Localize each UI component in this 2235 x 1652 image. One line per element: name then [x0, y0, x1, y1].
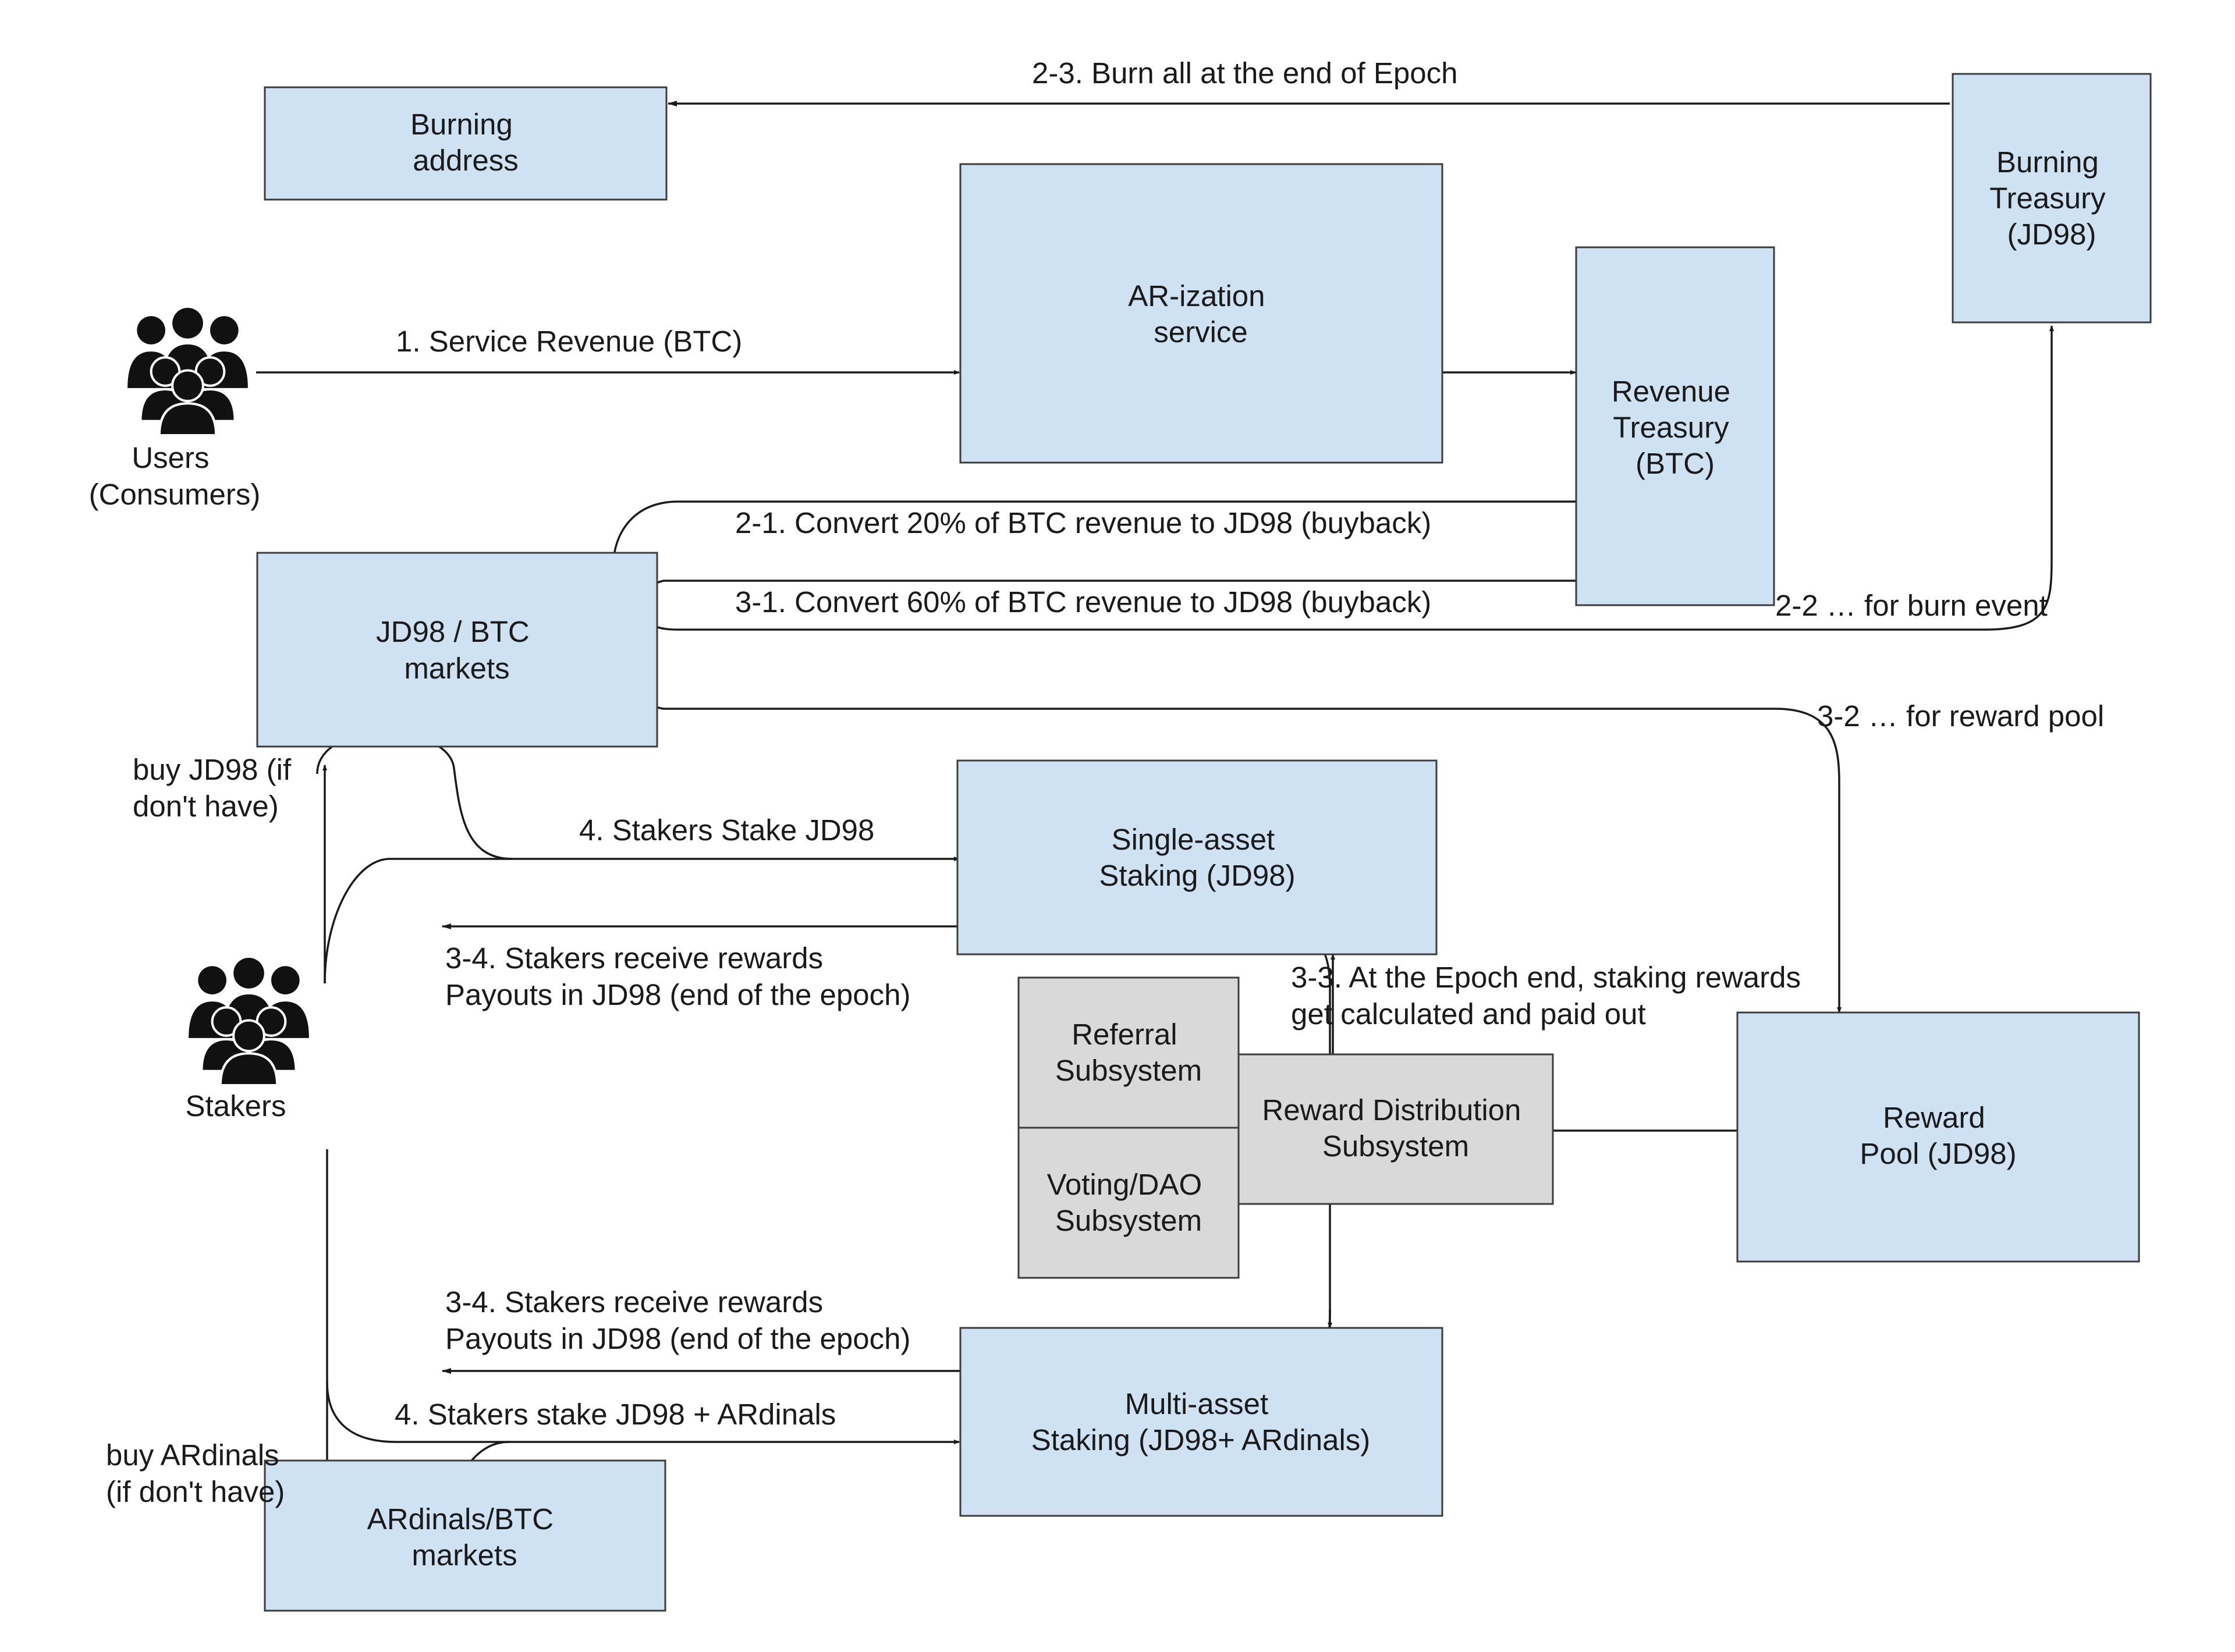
ardinals-btc-markets-label: ARdinals/BTC markets	[367, 1502, 562, 1572]
users-label: Users (Consumers)	[89, 441, 261, 511]
voting-dao-subsystem-label: Voting/DAO Subsystem	[1047, 1168, 1211, 1237]
nodes	[256, 73, 2152, 1612]
multi-asset-staking-label: Multi-asset Staking (JD98+ ARdinals)	[1031, 1387, 1371, 1456]
multi-asset-staking-box[interactable]	[959, 1327, 1443, 1517]
edge-jd98-markets-to-stake	[316, 731, 513, 860]
single-asset-staking-box[interactable]	[956, 759, 1438, 955]
stake-jd98-label: 4. Stakers Stake JD98	[579, 813, 874, 847]
referral-subsystem-label: Referral Subsystem	[1055, 1018, 1202, 1087]
users-icon	[127, 308, 248, 435]
ardinals-btc-markets-box[interactable]	[264, 1459, 666, 1612]
epoch-end-label: 3-3. At the Epoch end, staking rewards g…	[1291, 961, 1809, 1031]
stake-multi-label: 4. Stakers stake JD98 + ARdinals	[395, 1398, 836, 1431]
jd98-btc-markets-box[interactable]	[256, 552, 658, 748]
revenue-treasury-box[interactable]	[1575, 246, 1775, 606]
reward-pool-box[interactable]	[1736, 1011, 2140, 1263]
stakers-label: Stakers	[186, 1089, 286, 1122]
convert-60-label: 3-1. Convert 60% of BTC revenue to JD98 …	[735, 585, 1431, 619]
node-labels: Burning address AR-ization service Reven…	[89, 108, 2114, 1572]
for-reward-label: 3-2 … for reward pool	[1817, 699, 2104, 733]
edge-labels: 2-3. Burn all at the end of Epoch 1. Ser…	[106, 56, 2104, 1508]
edge-stake-jd98	[324, 857, 960, 984]
revenue-treasury-label: Revenue Treasury (BTC)	[1612, 375, 1739, 480]
referral-subsystem-box[interactable]	[1017, 976, 1240, 1129]
burning-treasury-box[interactable]	[1952, 73, 2152, 324]
buy-ardinals-label: buy ARdinals (if don't have)	[106, 1438, 288, 1508]
burning-address-box[interactable]	[264, 86, 668, 201]
convert-20-label: 2-1. Convert 20% of BTC revenue to JD98 …	[735, 506, 1431, 539]
receive-rewards-multi-label: 3-4. Stakers receive rewards Payouts in …	[445, 1285, 911, 1355]
edge-stake-multi	[326, 1381, 960, 1444]
receive-rewards-single-label: 3-4. Stakers receive rewards Payouts in …	[445, 942, 911, 1011]
ar-ization-service-box[interactable]	[959, 163, 1443, 464]
burn-all-label: 2-3. Burn all at the end of Epoch	[1032, 56, 1457, 90]
reward-pool-label: Reward Pool (JD98)	[1860, 1101, 2016, 1170]
buy-jd98-label: buy JD98 (if don't have)	[133, 753, 299, 823]
burning-address-label: Burning address	[410, 108, 521, 177]
single-asset-staking-label: Single-asset Staking (JD98)	[1099, 823, 1295, 892]
jd98-btc-markets-label: JD98 / BTC markets	[376, 615, 538, 685]
stakers-icon	[189, 958, 309, 1085]
reward-distribution-box[interactable]	[1237, 1053, 1554, 1205]
for-burn-label: 2-2 … for burn event	[1775, 589, 2048, 622]
service-revenue-label: 1. Service Revenue (BTC)	[396, 325, 742, 358]
ar-ization-service-label: AR-ization service	[1128, 279, 1273, 349]
burning-treasury-label: Burning Treasury (JD98)	[1989, 145, 2114, 251]
reward-distribution-label: Reward Distribution Subsystem	[1262, 1093, 1529, 1163]
voting-dao-subsystem-box[interactable]	[1017, 1127, 1240, 1279]
